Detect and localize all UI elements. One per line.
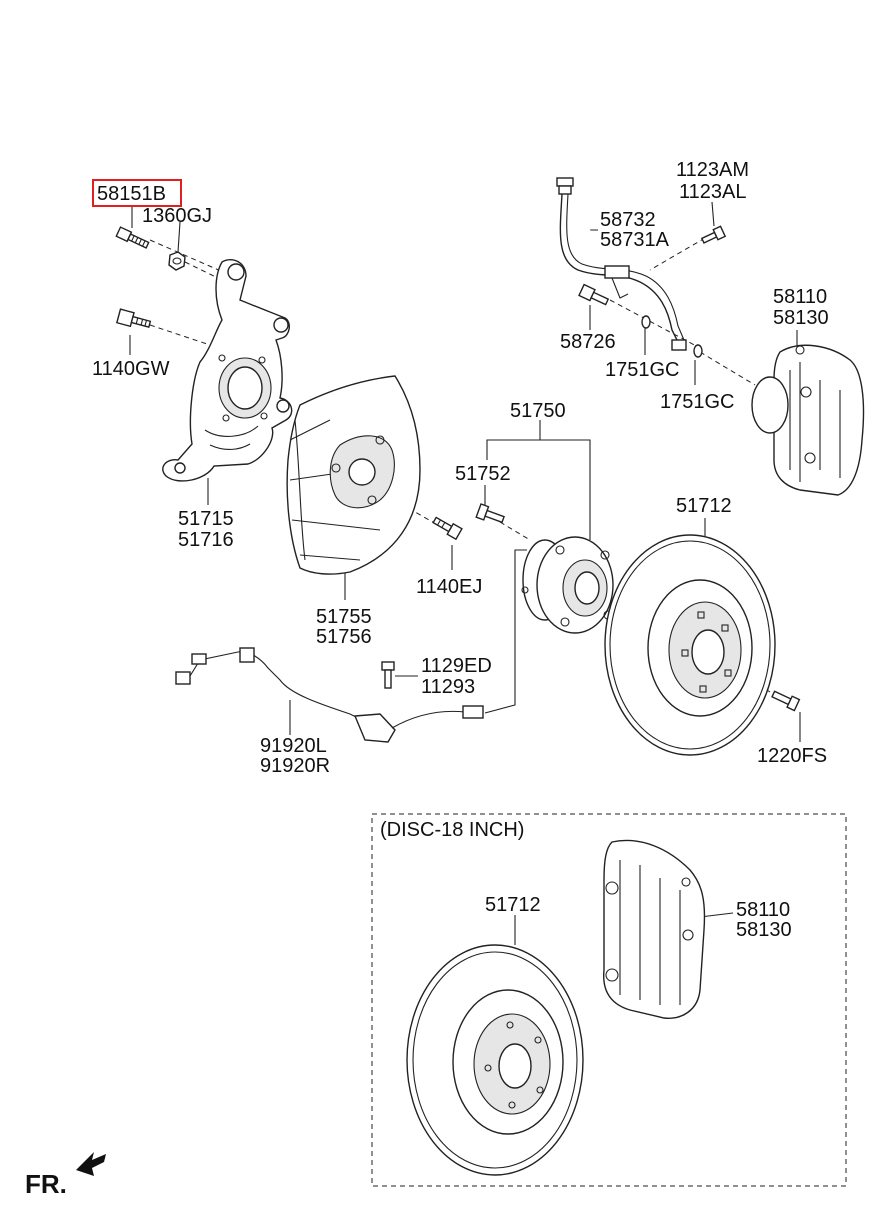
bolt-1129ed-icon [381, 661, 395, 689]
label-58110-bottom[interactable]: 58110 [736, 899, 790, 921]
label-91920l[interactable]: 91920L [260, 735, 327, 757]
brake-caliper-bottom-icon [603, 839, 706, 1019]
leader-lines [129, 201, 801, 945]
nut-1360gj-icon [168, 251, 186, 271]
label-1140ej[interactable]: 1140EJ [416, 576, 482, 598]
label-11293[interactable]: 11293 [421, 676, 475, 698]
front-direction-arrow-icon [76, 1152, 106, 1176]
disc-option-caption: (DISC-18 INCH) [380, 819, 524, 841]
front-label: FR. [25, 1169, 67, 1199]
bolt-1123am-icon [700, 225, 727, 244]
washer-1751gc-icon [641, 315, 703, 358]
wheel-speed-sensor-icon [175, 647, 484, 743]
dust-cover-icon [286, 375, 421, 575]
label-1129ed[interactable]: 1129ED [421, 655, 492, 677]
wheel-hub-icon [521, 536, 614, 634]
steering-knuckle-icon [162, 258, 293, 482]
label-1751gc-a[interactable]: 1751GC [605, 359, 680, 381]
bolt-58726-icon [578, 283, 610, 306]
label-1220fs[interactable]: 1220FS [757, 745, 827, 767]
label-51712-top[interactable]: 51712 [676, 495, 732, 517]
disc-18-inch-option-box [371, 813, 847, 1187]
label-58110-top[interactable]: 58110 [773, 286, 827, 308]
label-1751gc-b[interactable]: 1751GC [660, 391, 735, 413]
label-58732[interactable]: 58732 [600, 209, 656, 231]
label-1123al[interactable]: 1123AL [679, 181, 746, 203]
label-51756[interactable]: 51756 [316, 626, 372, 648]
brake-disc-top-icon [604, 534, 776, 756]
bolt-1140ej-icon [432, 516, 463, 541]
label-51752[interactable]: 51752 [455, 463, 511, 485]
label-1360gj[interactable]: 1360GJ [142, 205, 212, 227]
wheel-stud-icon [475, 503, 505, 524]
screw-1220fs-icon [771, 690, 801, 712]
bolt-1140gw-icon [115, 308, 152, 328]
label-58731a[interactable]: 58731A [600, 229, 670, 251]
label-51716[interactable]: 51716 [178, 529, 234, 551]
label-51750[interactable]: 51750 [510, 400, 566, 422]
bolt-58151b-icon [115, 226, 150, 249]
label-91920r[interactable]: 91920R [260, 755, 330, 777]
label-58726[interactable]: 58726 [560, 331, 616, 353]
label-58151b[interactable]: 58151B [97, 183, 166, 205]
highlight-box-58151b [92, 179, 182, 207]
label-58130-bottom[interactable]: 58130 [736, 919, 792, 941]
label-51712-bottom[interactable]: 51712 [485, 894, 541, 916]
brake-disc-bottom-icon [406, 944, 584, 1176]
label-51755[interactable]: 51755 [316, 606, 372, 628]
brake-hose-icon [556, 177, 687, 351]
label-1123am[interactable]: 1123AM [676, 159, 749, 181]
label-51715[interactable]: 51715 [178, 508, 234, 530]
label-1140gw[interactable]: 1140GW [92, 358, 170, 380]
label-58130-top[interactable]: 58130 [773, 307, 829, 329]
brake-caliper-top-icon [751, 344, 865, 496]
